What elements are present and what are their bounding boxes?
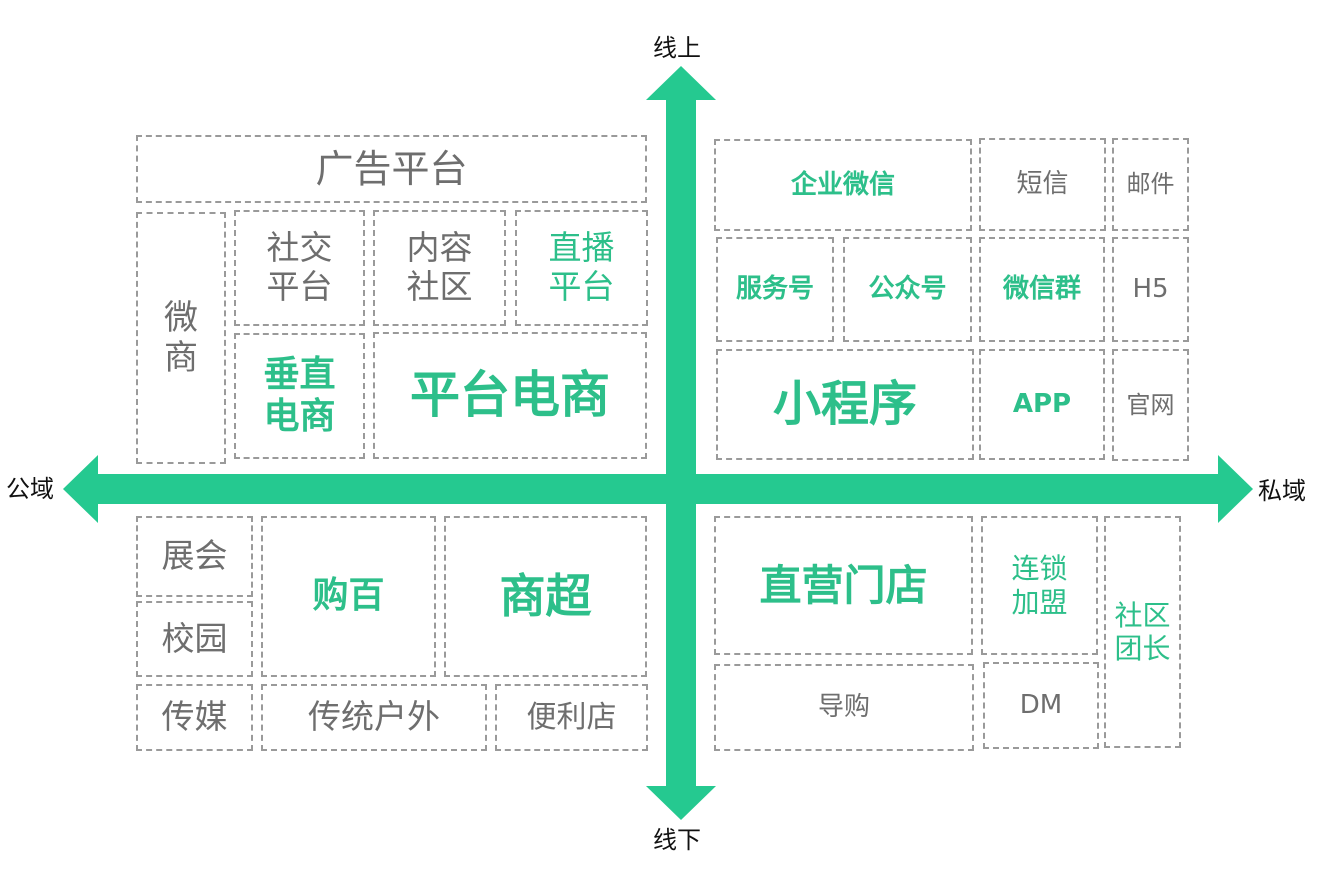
arrow-up-icon <box>646 66 716 100</box>
axis-label-offline: 线下 <box>653 826 701 854</box>
axis-label-private-domain: 私域 <box>1258 477 1306 505</box>
cell-label: 公众号 <box>868 274 947 305</box>
cell-label: 企业微信 <box>790 169 895 200</box>
cell-direct-store: 直营门店 <box>714 516 973 655</box>
cell-label: 直营门店 <box>759 560 928 610</box>
axis-label-public-domain: 公域 <box>6 475 54 503</box>
cell-label-line: 电商 <box>263 396 336 437</box>
cell-label: 传媒 <box>161 697 228 737</box>
arrow-down-icon <box>646 786 716 820</box>
cell-supermarket: 商超 <box>444 516 647 677</box>
cell-label-line: 社区 <box>406 267 473 306</box>
cell-label: 购百 <box>312 575 385 617</box>
cell-label: 导购 <box>817 692 870 723</box>
cell-label-line: 社交 <box>266 228 333 268</box>
cell-wechat-business: 微商 <box>136 212 226 464</box>
cell-app: APP <box>979 349 1105 460</box>
cell-community-leader: 社区团长 <box>1104 516 1181 748</box>
cell-label: 便利店 <box>526 699 617 735</box>
cell-traditional-outdoor: 传统户外 <box>261 684 487 751</box>
axis-label-online: 线上 <box>653 34 701 62</box>
cell-sms: 短信 <box>979 138 1106 231</box>
cell-label-line: 内容 <box>406 228 473 268</box>
cell-mini-program: 小程序 <box>716 349 974 460</box>
cell-label-line: 直播 <box>548 228 615 268</box>
cell-wechat-group: 微信群 <box>979 237 1105 342</box>
cell-vertical-ecommerce: 垂直电商 <box>234 333 365 459</box>
cell-live-platform: 直播平台 <box>515 210 648 326</box>
arrow-left-icon <box>63 455 98 523</box>
cell-label-line: 加盟 <box>1011 585 1068 619</box>
cell-label: 商超 <box>499 569 592 624</box>
cell-chain-franchise: 连锁加盟 <box>981 516 1098 655</box>
cell-label-line: 微 <box>164 297 198 338</box>
cell-label: 广告平台 <box>315 146 468 191</box>
cell-label: 校园 <box>161 618 228 658</box>
cell-label-line: 平台 <box>548 267 615 306</box>
cell-dm: DM <box>983 662 1099 749</box>
cell-label: 展会 <box>161 536 228 576</box>
cell-social-platform: 社交平台 <box>234 210 365 326</box>
cell-wecom: 企业微信 <box>714 139 972 231</box>
cell-convenience-store: 便利店 <box>495 684 648 751</box>
cell-label-line: 团长 <box>1114 632 1171 665</box>
cell-website: 官网 <box>1112 349 1189 461</box>
arrow-right-icon <box>1218 455 1253 523</box>
horizontal-axis-bar <box>95 474 1225 504</box>
cell-label: 传统户外 <box>308 697 440 737</box>
cell-shopping-guide: 导购 <box>714 664 974 751</box>
cell-official-account: 公众号 <box>843 237 972 342</box>
cell-label-line: 商 <box>164 338 198 378</box>
cell-exhibition: 展会 <box>136 516 253 597</box>
cell-label: APP <box>1012 389 1072 420</box>
cell-media: 传媒 <box>136 684 253 751</box>
cell-label: 小程序 <box>772 376 917 433</box>
cell-label-line: 社区 <box>1114 598 1171 632</box>
cell-label: DM <box>1019 690 1063 721</box>
cell-label-line: 垂直 <box>263 353 336 395</box>
cell-platform-ecommerce: 平台电商 <box>373 332 647 459</box>
cell-label: 微信群 <box>1002 274 1081 305</box>
cell-h5: H5 <box>1112 237 1189 342</box>
vertical-axis-bar <box>666 95 696 795</box>
cell-campus: 校园 <box>136 601 253 677</box>
cell-department-store: 购百 <box>261 516 436 677</box>
cell-label: 服务号 <box>735 274 814 305</box>
cell-service-account: 服务号 <box>716 237 834 342</box>
cell-label: H5 <box>1132 274 1169 305</box>
cell-label-line: 平台 <box>266 267 333 306</box>
cell-label: 平台电商 <box>410 366 610 424</box>
cell-label: 官网 <box>1126 390 1175 419</box>
cell-label: 邮件 <box>1126 170 1175 199</box>
cell-ad-platform: 广告平台 <box>136 135 647 203</box>
cell-content-community: 内容社区 <box>373 210 506 326</box>
cell-label: 短信 <box>1016 169 1069 200</box>
cell-email: 邮件 <box>1112 138 1189 231</box>
cell-label-line: 连锁 <box>1011 552 1068 586</box>
